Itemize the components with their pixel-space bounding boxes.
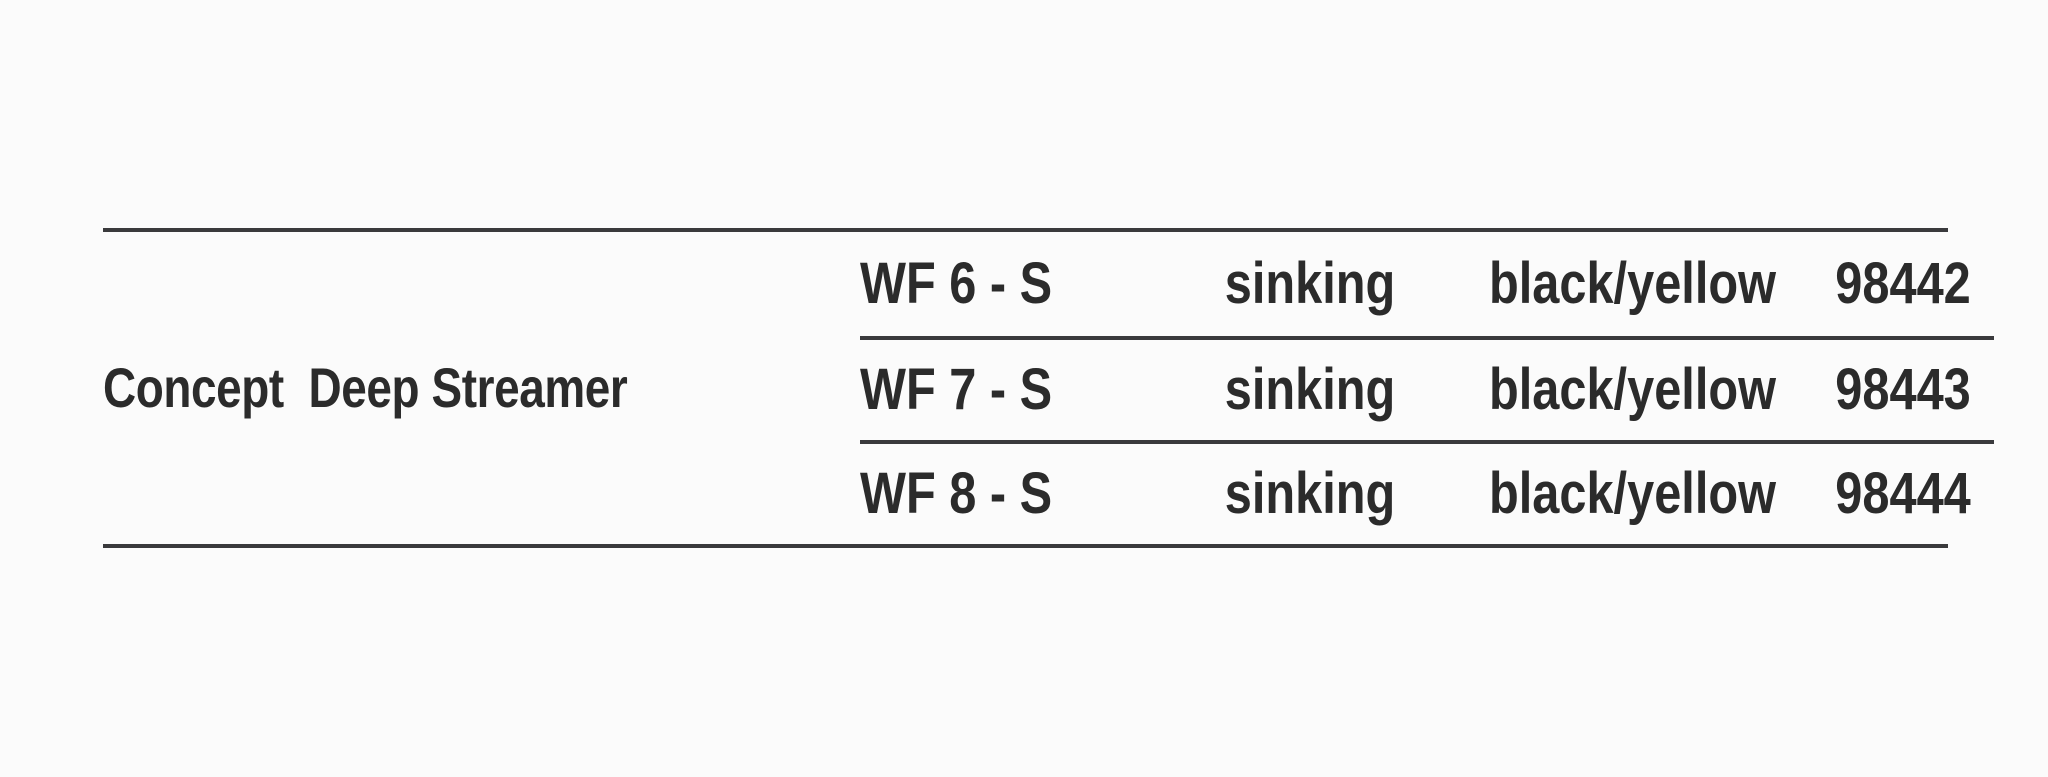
cell-article-number: 98442 [1835,251,1971,316]
spec-grid: Concept Deep Streamer WF 6 - S sinking b… [103,232,1995,544]
cell-article-number: 98444 [1835,461,1971,526]
cell-model: WF 6 - S [860,251,1053,316]
cell-sink-rate: sinking [1224,357,1396,422]
table-row: WF 6 - S sinking black/yellow 98442 [860,232,1994,336]
product-name-cell: Concept Deep Streamer [103,232,860,544]
cell-sink-rate: sinking [1224,251,1396,316]
product-name: Concept Deep Streamer [103,355,628,419]
cell-model: WF 8 - S [860,461,1053,526]
cell-color: black/yellow [1488,251,1777,316]
table-row: WF 7 - S sinking black/yellow 98443 [860,336,1995,440]
cell-article-number: 98443 [1835,357,1971,422]
table-row: WF 8 - S sinking black/yellow 98444 [860,440,1995,544]
cell-model: WF 7 - S [860,357,1053,422]
product-spec-table: Concept Deep Streamer WF 6 - S sinking b… [103,228,1995,548]
cell-color: black/yellow [1488,357,1777,422]
variant-rows: WF 6 - S sinking black/yellow 98442 WF 7… [860,232,1995,544]
cell-sink-rate: sinking [1224,461,1396,526]
cell-color: black/yellow [1488,461,1777,526]
